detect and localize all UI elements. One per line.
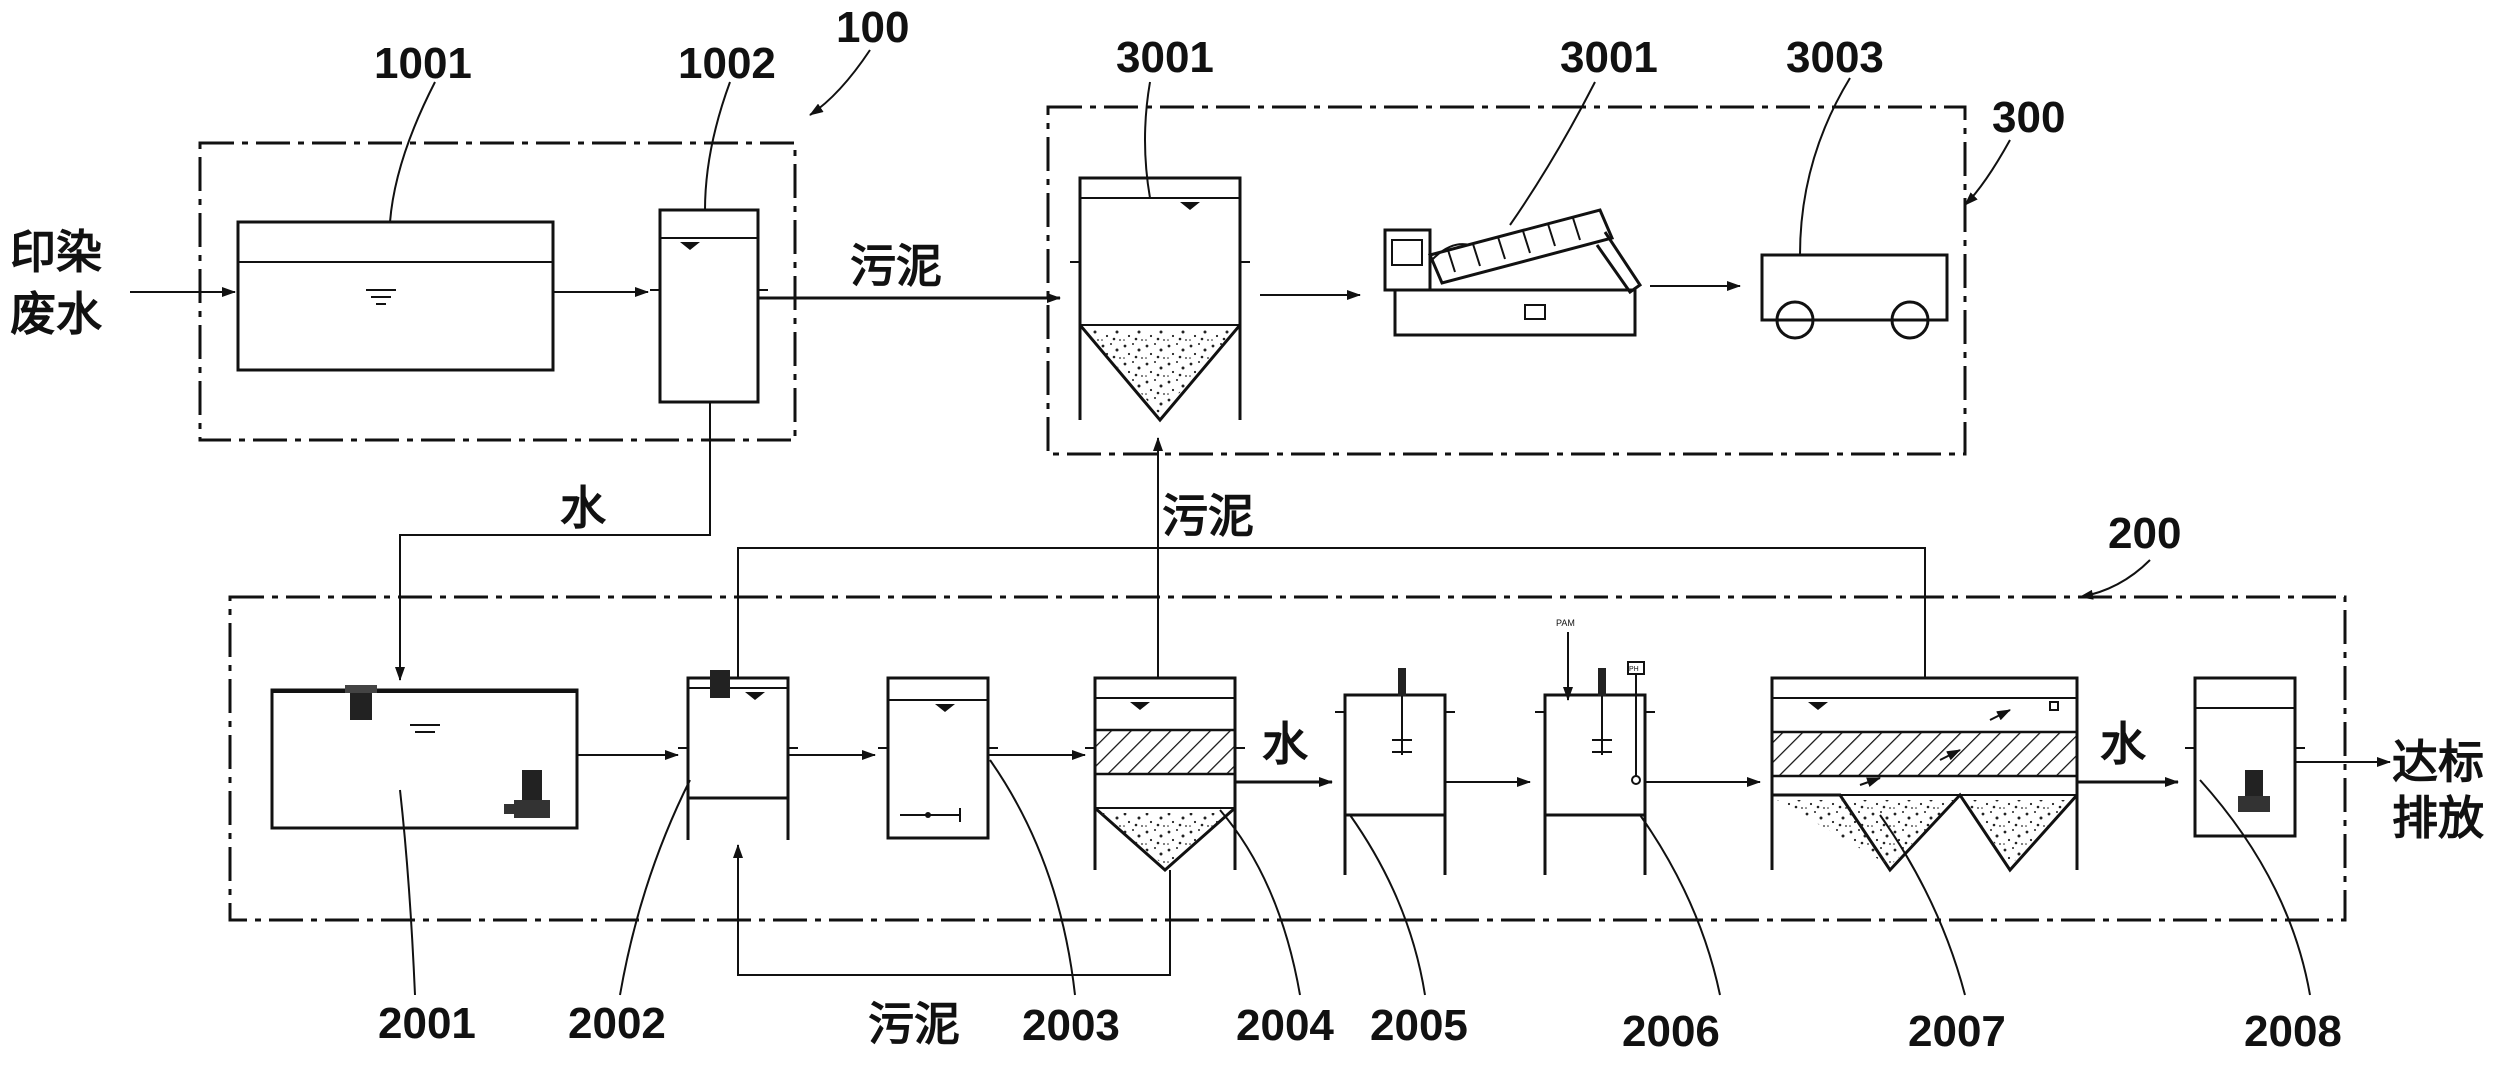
water-label-3: 水 xyxy=(2100,717,2147,771)
label-3001a: 3001 xyxy=(1116,33,1214,82)
label-2007: 2007 xyxy=(1908,1007,2006,1056)
sludge-label-top: 污泥 xyxy=(850,239,942,293)
leader-2002 xyxy=(619,779,691,996)
tank-2002 xyxy=(678,670,798,840)
tank-2001 xyxy=(270,685,579,830)
label-2003: 2003 xyxy=(1022,1001,1120,1050)
ph-label: PH xyxy=(1629,666,1639,673)
water-label-2: 水 xyxy=(1262,717,1309,771)
cart-3003 xyxy=(1760,253,1949,340)
label-100: 100 xyxy=(836,3,909,52)
label-2006: 2006 xyxy=(1622,1007,1720,1056)
leader-2003 xyxy=(989,759,1076,996)
pam-label: PAM xyxy=(1556,618,1575,628)
leader-2007 xyxy=(1879,814,1966,996)
leader-3003 xyxy=(1799,77,1851,256)
input-label-line1: 印染 xyxy=(10,225,102,279)
return-line-2007-2002 xyxy=(737,547,1926,678)
leader-2005 xyxy=(1349,814,1426,996)
label-2002: 2002 xyxy=(568,999,666,1048)
sludge-label-bottom: 污泥 xyxy=(868,997,960,1051)
water-label-1: 水 xyxy=(560,481,607,535)
label-300: 300 xyxy=(1992,93,2065,142)
leader-1002 xyxy=(704,81,731,211)
leader-100 xyxy=(809,49,871,116)
leader-300 xyxy=(1964,139,2011,206)
tank-2007 xyxy=(1770,676,2079,873)
leader-2001 xyxy=(399,789,416,996)
label-1001: 1001 xyxy=(374,39,472,88)
screw-press-3001 xyxy=(1383,208,1643,337)
leader-2008 xyxy=(2199,779,2311,996)
tank-1002 xyxy=(650,208,768,404)
tank-2005 xyxy=(1335,668,1455,875)
label-1002: 1002 xyxy=(678,39,776,88)
leader-200 xyxy=(2079,559,2151,600)
arrow-sludge-2004-2002 xyxy=(733,844,1171,976)
tank-2004 xyxy=(1085,676,1245,873)
arrow-water-1002-2001 xyxy=(395,402,711,681)
leader-3001b xyxy=(1509,81,1596,226)
leader-2006 xyxy=(1639,814,1721,996)
group-box-200 xyxy=(228,595,2347,922)
label-200: 200 xyxy=(2108,509,2181,558)
output-label-line2: 排放 xyxy=(2392,791,2484,845)
label-2005: 2005 xyxy=(1370,1001,1468,1050)
thickener-3001 xyxy=(1070,176,1250,423)
tank-2006 xyxy=(1535,632,1655,875)
output-label-line1: 达标 xyxy=(2392,735,2484,789)
sludge-label-mid: 污泥 xyxy=(1162,489,1254,543)
leader-1001 xyxy=(389,81,436,223)
label-2001: 2001 xyxy=(378,999,476,1048)
tank-1001 xyxy=(236,220,555,372)
tank-2008 xyxy=(2185,676,2305,838)
input-label-line2: 废水 xyxy=(10,287,103,341)
group-box-300 xyxy=(1046,105,1967,456)
leader-3001a xyxy=(1144,81,1151,199)
label-2004: 2004 xyxy=(1236,1001,1334,1050)
label-3001b: 3001 xyxy=(1560,33,1658,82)
label-2008: 2008 xyxy=(2244,1007,2342,1056)
tank-2003 xyxy=(878,676,998,840)
label-3003: 3003 xyxy=(1786,33,1884,82)
leader-2004 xyxy=(1219,809,1301,996)
